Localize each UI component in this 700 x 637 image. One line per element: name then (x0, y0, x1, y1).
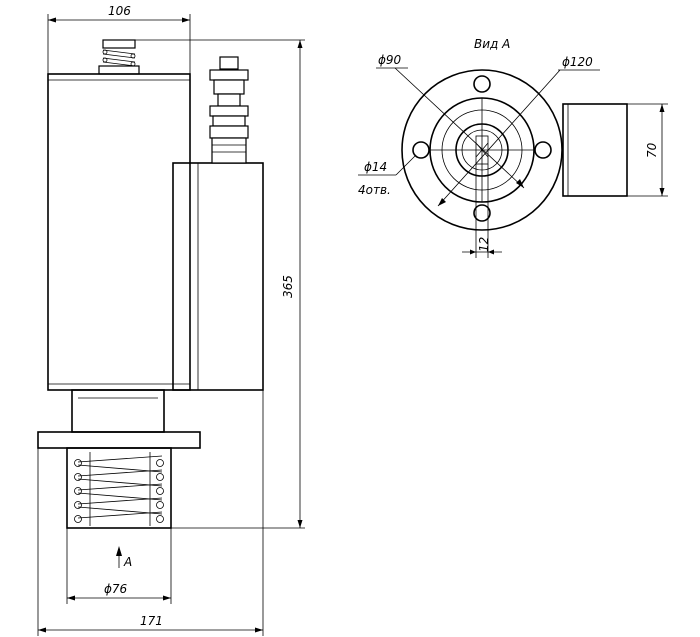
hole-icon (473, 75, 491, 93)
bottom-housing (66, 447, 172, 529)
hole-dia-label: ϕ14 (364, 160, 387, 174)
front-view: A 106 365 ϕ76 (37, 4, 305, 636)
neck (71, 389, 165, 433)
outer-flange (401, 69, 563, 231)
view-label: Вид A (474, 37, 510, 51)
connector (209, 56, 249, 164)
dim-bottom-dia-label: ϕ76 (104, 582, 128, 596)
side-box (172, 162, 264, 391)
dim-overall-width (37, 390, 264, 636)
main-body (47, 73, 191, 391)
arrow-label: A (123, 555, 132, 569)
view-a: Вид A ϕ90 ϕ120 (358, 37, 668, 258)
dim-90-label: ϕ90 (378, 53, 402, 67)
dim-overall-width-label: 171 (140, 614, 163, 628)
dim-top-width-label: 106 (108, 4, 131, 18)
dim-120-label: ϕ120 (562, 55, 593, 69)
view-a-box (562, 103, 628, 197)
dim-box-height-label: 70 (645, 142, 659, 158)
dim-box-height (627, 103, 668, 197)
dim-slot (462, 164, 502, 258)
dim-height (135, 39, 305, 529)
dim-height-label: 365 (281, 275, 295, 298)
top-cap (102, 39, 136, 49)
top-cap-base (98, 65, 140, 75)
bottom-spring-icon (74, 452, 164, 526)
dim-bottom-dia (66, 528, 172, 604)
view-arrow-icon (116, 546, 122, 568)
flange (37, 431, 201, 449)
top-spring-icon (102, 49, 136, 67)
dim-top-width (47, 14, 191, 74)
hole-icon (473, 204, 491, 222)
hole-count-label: 4отв. (358, 183, 391, 197)
dim-slot-label: 12 (477, 237, 491, 252)
hole-icon (534, 141, 552, 159)
hole-icon (412, 141, 430, 159)
